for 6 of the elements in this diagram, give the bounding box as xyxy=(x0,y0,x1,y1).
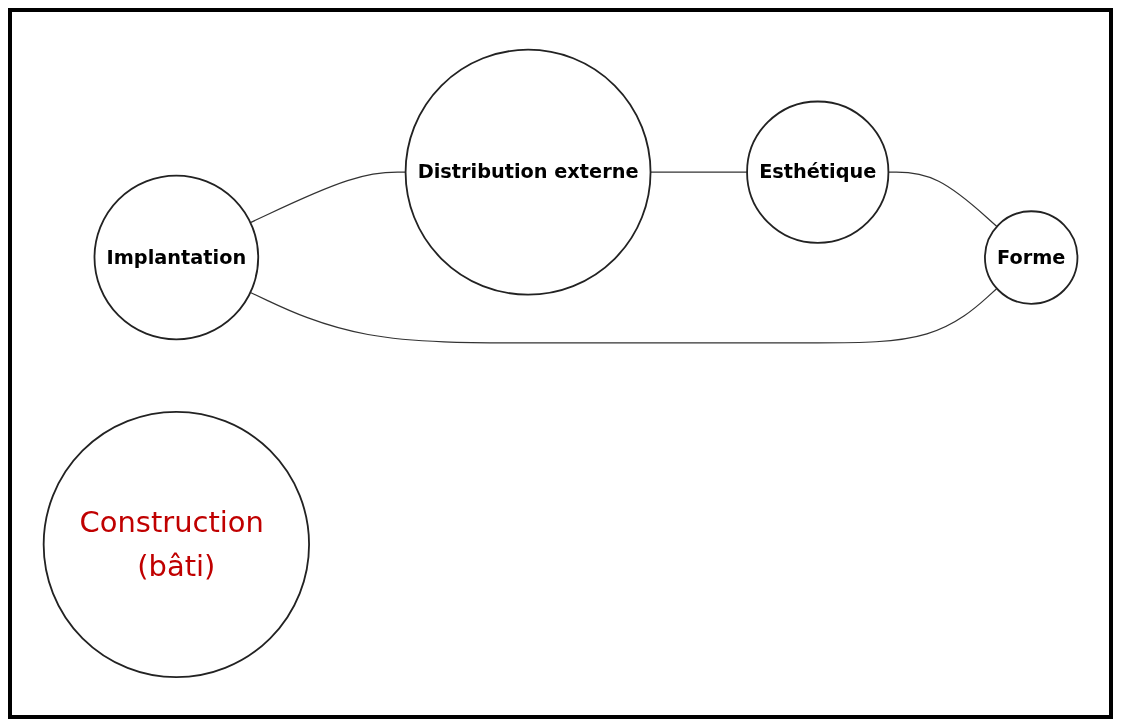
connector xyxy=(249,288,998,344)
node-circle: Esthétique xyxy=(746,100,890,244)
node-circle: Distribution externe xyxy=(404,48,652,296)
node-circle: Forme xyxy=(983,210,1079,305)
node-circle: Implantation xyxy=(93,174,260,341)
node-circle: Construction (bâti) xyxy=(42,410,310,679)
